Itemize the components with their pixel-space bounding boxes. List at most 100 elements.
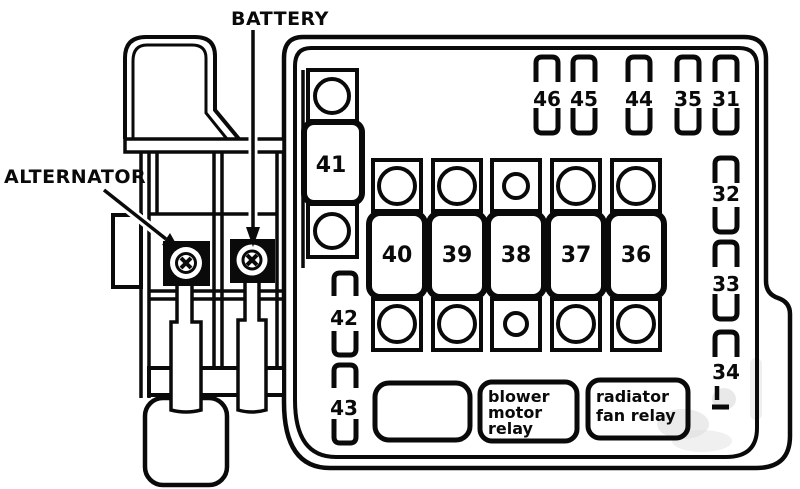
fuse-43: 43 — [330, 362, 359, 446]
fuse-33: 33 — [712, 239, 740, 322]
blower-motor-relay-outline — [477, 379, 580, 444]
fuse-bottom-bracket — [712, 294, 740, 322]
screw-icon — [170, 247, 202, 279]
relay-36: 36 — [605, 158, 667, 352]
fuse-number: 31 — [712, 87, 740, 111]
fuse-bottom-bracket — [331, 419, 359, 446]
wire-strap-left — [169, 281, 203, 414]
bottom-relay-row: blower motor relay radiator fan relay — [372, 377, 691, 444]
fuse-top-bracket — [712, 239, 740, 267]
fuse-35: 35 — [674, 54, 702, 136]
relay-41: 41 — [301, 68, 365, 268]
relay-top-terminal — [490, 158, 542, 213]
blower-motor-relay: blower motor relay — [477, 379, 580, 444]
relay-39: 39 — [426, 158, 488, 352]
relay-bottom-terminal-circle — [556, 304, 596, 344]
fuse-number: 46 — [533, 87, 561, 111]
relay-bottom-terminal-circle — [616, 304, 656, 344]
mounting-tab — [111, 213, 143, 289]
fuse-bottom-bracket — [625, 108, 653, 136]
fuse-number: 32 — [712, 182, 740, 206]
terminal-cover-flap-inner-line — [131, 43, 229, 140]
fuse-top-bracket — [625, 54, 653, 82]
fuse-number: 44 — [625, 87, 653, 111]
relay-bottom-terminal — [550, 297, 602, 352]
relay-top-terminal-circle — [502, 172, 530, 200]
relay-bottom-terminal-circle — [313, 212, 351, 250]
relay-38: 38 — [485, 158, 547, 352]
radiator-fan-relay-label-line1: radiator — [596, 387, 669, 406]
fuse-bottom-bracket — [331, 331, 359, 358]
fuse-number: 43 — [330, 396, 358, 420]
relay-bottom-terminal — [610, 297, 662, 352]
relay-top-terminal-circle — [556, 166, 596, 206]
fuse-number: 42 — [330, 306, 358, 330]
relay-bottom-terminal — [306, 202, 359, 259]
blower-motor-relay-label-line3: relay — [488, 419, 534, 438]
fuse-top-bracket — [331, 362, 359, 388]
fuse-bottom-bracket — [674, 108, 702, 136]
fuse-number: 35 — [674, 87, 702, 111]
alternator-callout — [101, 186, 179, 249]
relay-bottom-terminal — [371, 297, 423, 352]
blower-motor-relay-label-line2: motor — [488, 403, 542, 422]
radiator-fan-relay-outline — [585, 377, 691, 441]
relay-number: 40 — [382, 243, 413, 268]
fuse-box-housing — [281, 34, 793, 471]
relay-number: 36 — [621, 243, 652, 268]
right-column-fuses: 32 33 34 — [712, 155, 740, 410]
left-column-fuses: 42 43 — [330, 270, 359, 446]
battery-label: BATTERY — [231, 8, 329, 30]
fuse-number: 34 — [712, 360, 740, 384]
relay-top-terminal-circle — [377, 166, 417, 206]
fuse-top-bracket — [712, 54, 740, 82]
scan-smudge — [672, 430, 732, 452]
relay-top-terminal-circle — [313, 77, 351, 115]
fuse-32: 32 — [712, 155, 740, 235]
relay-top-terminal-circle — [437, 166, 477, 206]
fuse-top-bracket — [674, 54, 702, 82]
scan-smudge — [657, 409, 709, 439]
fuse-top-bracket — [712, 155, 740, 183]
relay-37: 37 — [545, 158, 607, 352]
fuse-bottom-bracket — [570, 108, 598, 136]
fuse-top-bracket — [533, 54, 561, 82]
relay-bottom-terminal-circle — [503, 311, 529, 337]
battery-callout — [246, 30, 260, 247]
fuse-45: 45 — [570, 54, 598, 136]
wire-strap-right — [236, 279, 268, 414]
battery-arrow-head — [246, 227, 260, 247]
fuse-46: 46 — [533, 54, 561, 136]
empty-relay-slot — [372, 380, 473, 443]
relay-number: 37 — [561, 243, 592, 268]
fuse-box-inner-outline — [293, 46, 759, 459]
terminal-bracket-assembly — [111, 35, 286, 488]
fuse-42: 42 — [330, 270, 359, 358]
fuse-box-outer-outline — [281, 34, 793, 471]
main-relay-row: 40 39 38 37 — [366, 158, 667, 352]
relay-number: 39 — [442, 243, 473, 268]
relay-number: 38 — [501, 243, 532, 268]
screw-icon — [236, 244, 268, 276]
terminal-cover-flap — [123, 35, 241, 141]
fuse-31: 31 — [712, 54, 740, 136]
relay-top-terminal-circle — [616, 166, 656, 206]
relay-number: 41 — [316, 153, 347, 178]
fuse-bottom-bracket — [712, 108, 740, 136]
top-row-fuses: 46 45 44 35 31 — [533, 54, 740, 136]
blower-motor-relay-label-line1: blower — [488, 387, 550, 406]
alternator-terminal — [163, 241, 210, 286]
relay-bottom-terminal-circle — [377, 304, 417, 344]
relay-bottom-terminal — [431, 297, 483, 352]
alternator-arrow — [102, 188, 168, 241]
fuse-top-bracket — [570, 54, 598, 82]
fuse-number: 45 — [570, 87, 598, 111]
fuse-top-bracket — [712, 329, 740, 357]
relay-bottom-terminal-circle — [437, 304, 477, 344]
fuse-bottom-bracket — [712, 207, 740, 235]
relay-40: 40 — [366, 158, 428, 352]
alternator-label: ALTERNATOR — [4, 166, 146, 188]
radiator-fan-relay-label-line2: fan relay — [596, 406, 676, 425]
